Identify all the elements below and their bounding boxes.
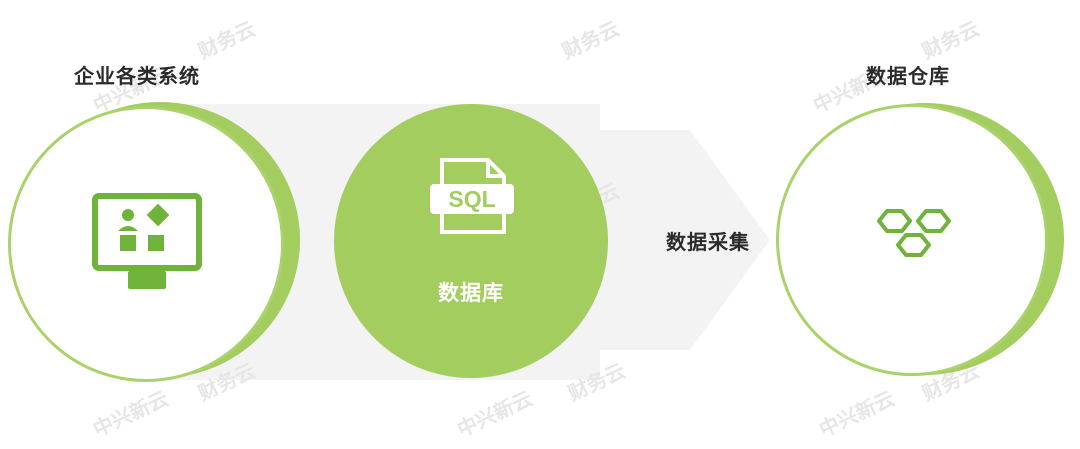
enterprise-systems-node xyxy=(8,106,284,382)
database-label: 数据库 xyxy=(438,281,504,305)
database-node xyxy=(334,104,608,378)
enterprise-systems-title: 企业各类系统 xyxy=(74,64,200,88)
data-warehouse-node xyxy=(776,104,1048,376)
sql-badge-text: SQL xyxy=(448,186,495,212)
data-collection-label: 数据采集 xyxy=(666,230,750,254)
hexagon-cluster-icon xyxy=(877,209,951,257)
monitor-dashboard-icon xyxy=(92,193,202,289)
sql-file-icon: SQL xyxy=(430,158,514,234)
data-warehouse-title: 数据仓库 xyxy=(866,64,950,88)
